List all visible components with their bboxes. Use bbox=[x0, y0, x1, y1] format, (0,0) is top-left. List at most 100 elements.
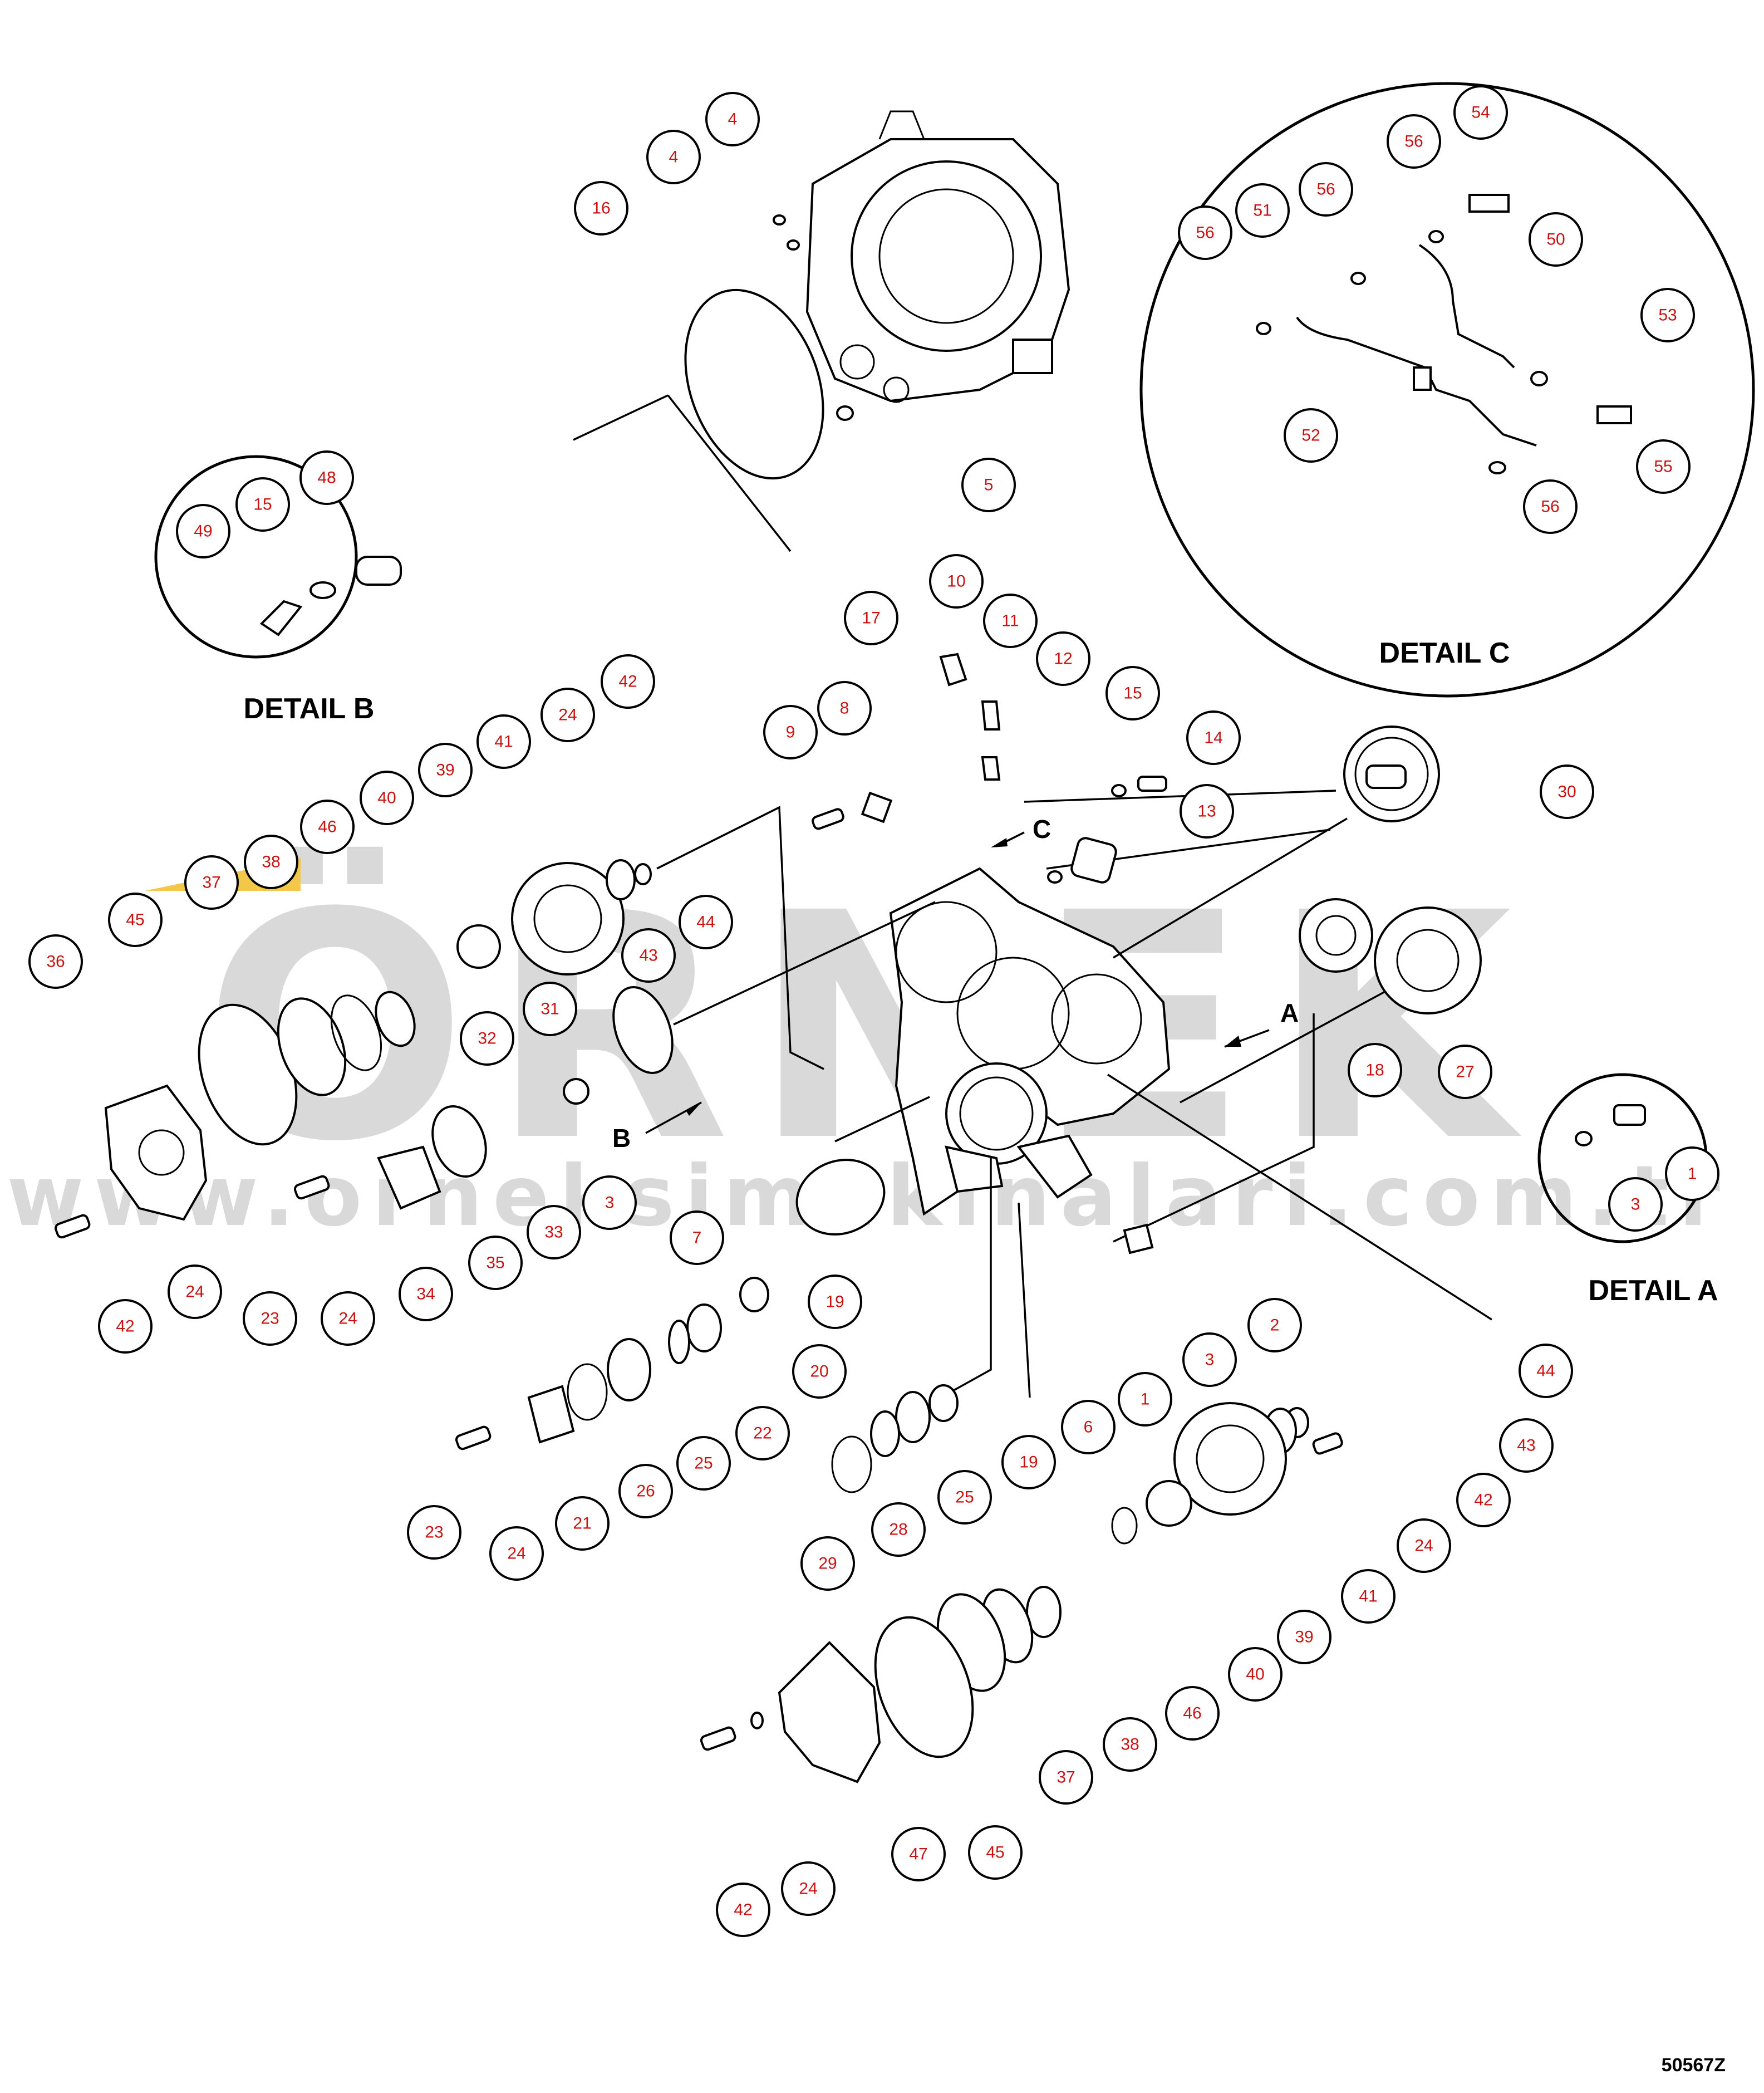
o-ring-16 bbox=[684, 288, 824, 480]
detail-b: DETAIL B bbox=[154, 455, 402, 725]
callout-balloon-18: 18 bbox=[1348, 1043, 1402, 1097]
left-assembly bbox=[54, 859, 886, 1239]
callout-number: 17 bbox=[862, 609, 880, 628]
callout-balloon-4: 4 bbox=[705, 92, 760, 146]
callout-number: 24 bbox=[338, 1310, 357, 1328]
callout-balloon-4: 4 bbox=[646, 130, 701, 184]
callout-balloon-2: 2 bbox=[1247, 1298, 1302, 1352]
callout-balloon-55: 55 bbox=[1636, 439, 1691, 494]
callout-number: 3 bbox=[605, 1194, 615, 1212]
callout-balloon-37: 37 bbox=[184, 855, 239, 910]
callout-number: 56 bbox=[1196, 224, 1214, 242]
callout-number: 42 bbox=[734, 1901, 752, 1919]
gear-27 bbox=[1374, 906, 1482, 1014]
callout-balloon-3: 3 bbox=[582, 1175, 637, 1230]
callout-balloon-28: 28 bbox=[871, 1502, 926, 1557]
callout-number: 33 bbox=[544, 1223, 563, 1242]
callout-number: 25 bbox=[694, 1454, 713, 1473]
callout-number: 20 bbox=[810, 1362, 828, 1381]
detail-a-label: DETAIL A bbox=[1588, 1275, 1718, 1307]
callout-balloon-29: 29 bbox=[800, 1536, 855, 1591]
callout-number: 46 bbox=[318, 818, 336, 836]
callout-number: 38 bbox=[1121, 1736, 1139, 1754]
view-arrow-c: C bbox=[1033, 815, 1051, 844]
callout-balloon-49: 49 bbox=[176, 504, 230, 558]
callout-number: 11 bbox=[1001, 612, 1019, 630]
callout-balloon-10: 10 bbox=[929, 554, 984, 609]
callout-number: 16 bbox=[592, 199, 610, 218]
callout-number: 2 bbox=[1270, 1316, 1280, 1335]
o-ring-4b bbox=[787, 239, 800, 251]
callout-number: 38 bbox=[262, 853, 280, 871]
flywheel-housing bbox=[805, 110, 1070, 403]
o-ring-4a bbox=[773, 214, 786, 226]
callout-number: 56 bbox=[1404, 133, 1423, 151]
callout-number: 55 bbox=[1654, 458, 1672, 476]
callout-balloon-41: 41 bbox=[476, 714, 531, 769]
callout-number: 41 bbox=[494, 733, 513, 751]
callout-number: 25 bbox=[955, 1488, 974, 1507]
callout-balloon-46: 46 bbox=[300, 800, 355, 854]
callout-balloon-37: 37 bbox=[1039, 1750, 1093, 1805]
gear-housing bbox=[889, 867, 1171, 1216]
callout-number: 39 bbox=[1295, 1628, 1313, 1646]
gear-18 bbox=[1299, 898, 1373, 973]
callout-number: 39 bbox=[436, 761, 454, 780]
callout-number: 19 bbox=[826, 1293, 844, 1311]
callout-balloon-20: 20 bbox=[792, 1344, 847, 1399]
callout-balloon-54: 54 bbox=[1453, 85, 1508, 140]
callout-number: 28 bbox=[889, 1521, 907, 1539]
callout-number: 49 bbox=[194, 522, 212, 541]
callout-number: 24 bbox=[799, 1880, 817, 1898]
callout-number: 24 bbox=[1414, 1537, 1433, 1555]
callout-balloon-53: 53 bbox=[1640, 288, 1695, 342]
callout-number: 44 bbox=[1536, 1362, 1555, 1380]
callout-balloon-51: 51 bbox=[1235, 183, 1290, 238]
view-arrows: A B C bbox=[612, 815, 1299, 1153]
callout-number: 13 bbox=[1197, 802, 1216, 821]
callout-number: 21 bbox=[573, 1514, 591, 1533]
callout-balloon-22: 22 bbox=[735, 1406, 790, 1460]
callout-number: 43 bbox=[1517, 1437, 1535, 1455]
callout-number: 27 bbox=[1456, 1063, 1474, 1081]
callout-number: 12 bbox=[1054, 650, 1072, 668]
callout-number: 44 bbox=[696, 913, 715, 932]
callout-balloon-42: 42 bbox=[601, 654, 655, 709]
lower-bearing-row bbox=[455, 1277, 959, 1493]
callout-balloon-43: 43 bbox=[621, 928, 676, 983]
callout-number: 10 bbox=[947, 572, 965, 591]
callout-number: 24 bbox=[507, 1545, 525, 1563]
callout-number: 32 bbox=[478, 1030, 496, 1048]
callout-number: 23 bbox=[425, 1523, 443, 1542]
o-ring-5 bbox=[836, 405, 854, 421]
callout-balloon-35: 35 bbox=[468, 1236, 523, 1290]
callout-balloon-44: 44 bbox=[1519, 1344, 1573, 1398]
callout-balloon-1: 1 bbox=[1118, 1372, 1172, 1427]
callout-number: 42 bbox=[116, 1317, 134, 1336]
callout-balloon-56: 56 bbox=[1178, 205, 1232, 260]
callout-balloon-38: 38 bbox=[244, 835, 298, 889]
view-arrow-b: B bbox=[612, 1124, 631, 1153]
callout-balloon-31: 31 bbox=[523, 982, 577, 1036]
callout-number: 50 bbox=[1546, 231, 1565, 249]
callout-number: 42 bbox=[618, 673, 637, 691]
detail-c: DETAIL C bbox=[1139, 82, 1755, 698]
callout-number: 19 bbox=[1019, 1453, 1038, 1472]
callout-balloon-24: 24 bbox=[1397, 1518, 1451, 1573]
callout-number: 52 bbox=[1301, 427, 1320, 445]
callout-balloon-38: 38 bbox=[1103, 1717, 1157, 1772]
callout-number: 4 bbox=[669, 148, 679, 166]
callout-balloon-1: 1 bbox=[1665, 1146, 1719, 1201]
callout-balloon-7: 7 bbox=[670, 1210, 724, 1265]
callout-number: 15 bbox=[253, 496, 272, 514]
callout-number: 31 bbox=[540, 1000, 559, 1018]
callout-number: 4 bbox=[728, 110, 738, 129]
callout-balloon-13: 13 bbox=[1180, 784, 1234, 839]
callout-balloon-44: 44 bbox=[679, 895, 733, 949]
callout-number: 3 bbox=[1631, 1195, 1640, 1214]
callout-balloon-39: 39 bbox=[418, 743, 473, 797]
callout-number: 3 bbox=[1205, 1351, 1215, 1369]
callout-number: 23 bbox=[261, 1310, 279, 1328]
callout-balloon-3: 3 bbox=[1608, 1177, 1663, 1232]
